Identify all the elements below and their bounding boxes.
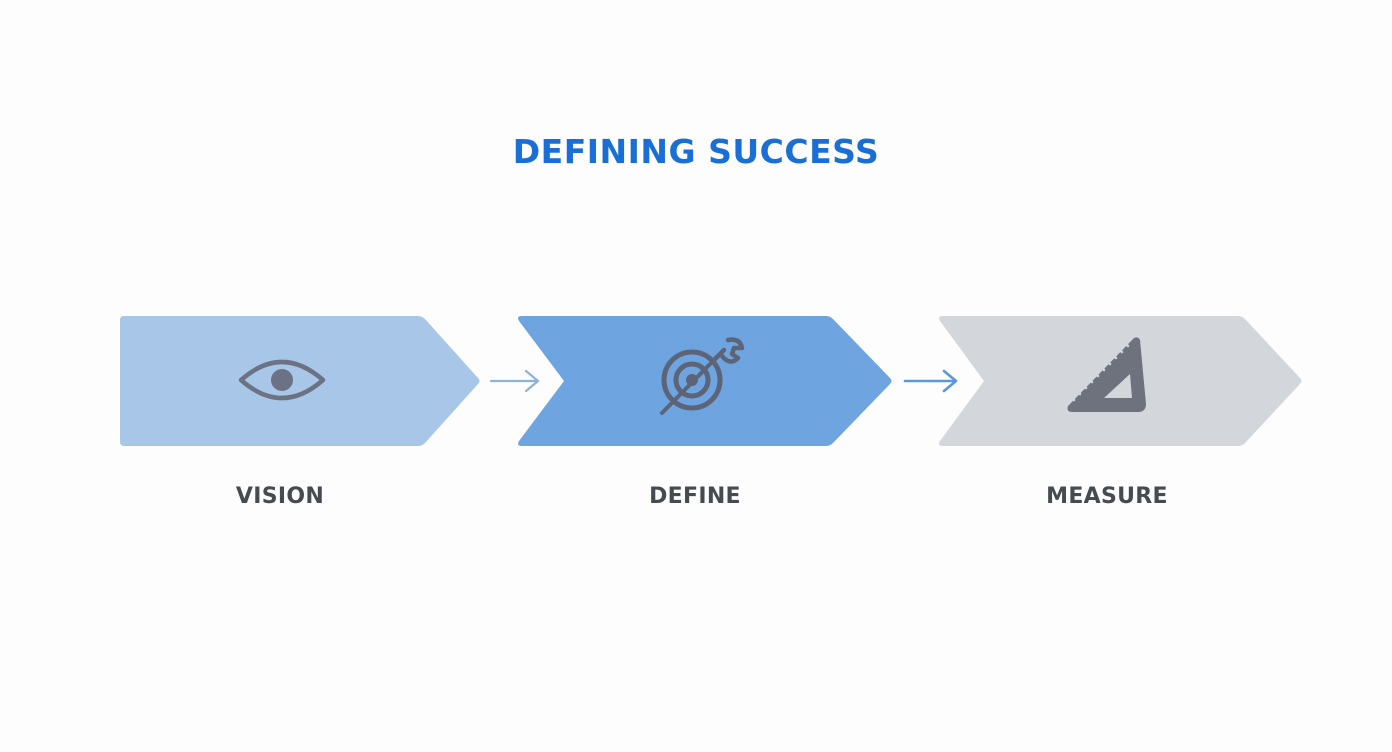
target-icon: [660, 337, 745, 415]
diagram-title: DEFINING SUCCESS: [512, 132, 880, 171]
ruler-triangle-icon: [1067, 337, 1146, 412]
connector-arrow-2: [903, 369, 958, 393]
stage-label-vision: VISION: [235, 484, 325, 509]
stage-label-define: DEFINE: [649, 484, 741, 509]
connector-arrow-1: [489, 369, 540, 393]
eye-icon: [238, 359, 326, 401]
stage-label-measure: MEASURE: [1046, 484, 1168, 509]
